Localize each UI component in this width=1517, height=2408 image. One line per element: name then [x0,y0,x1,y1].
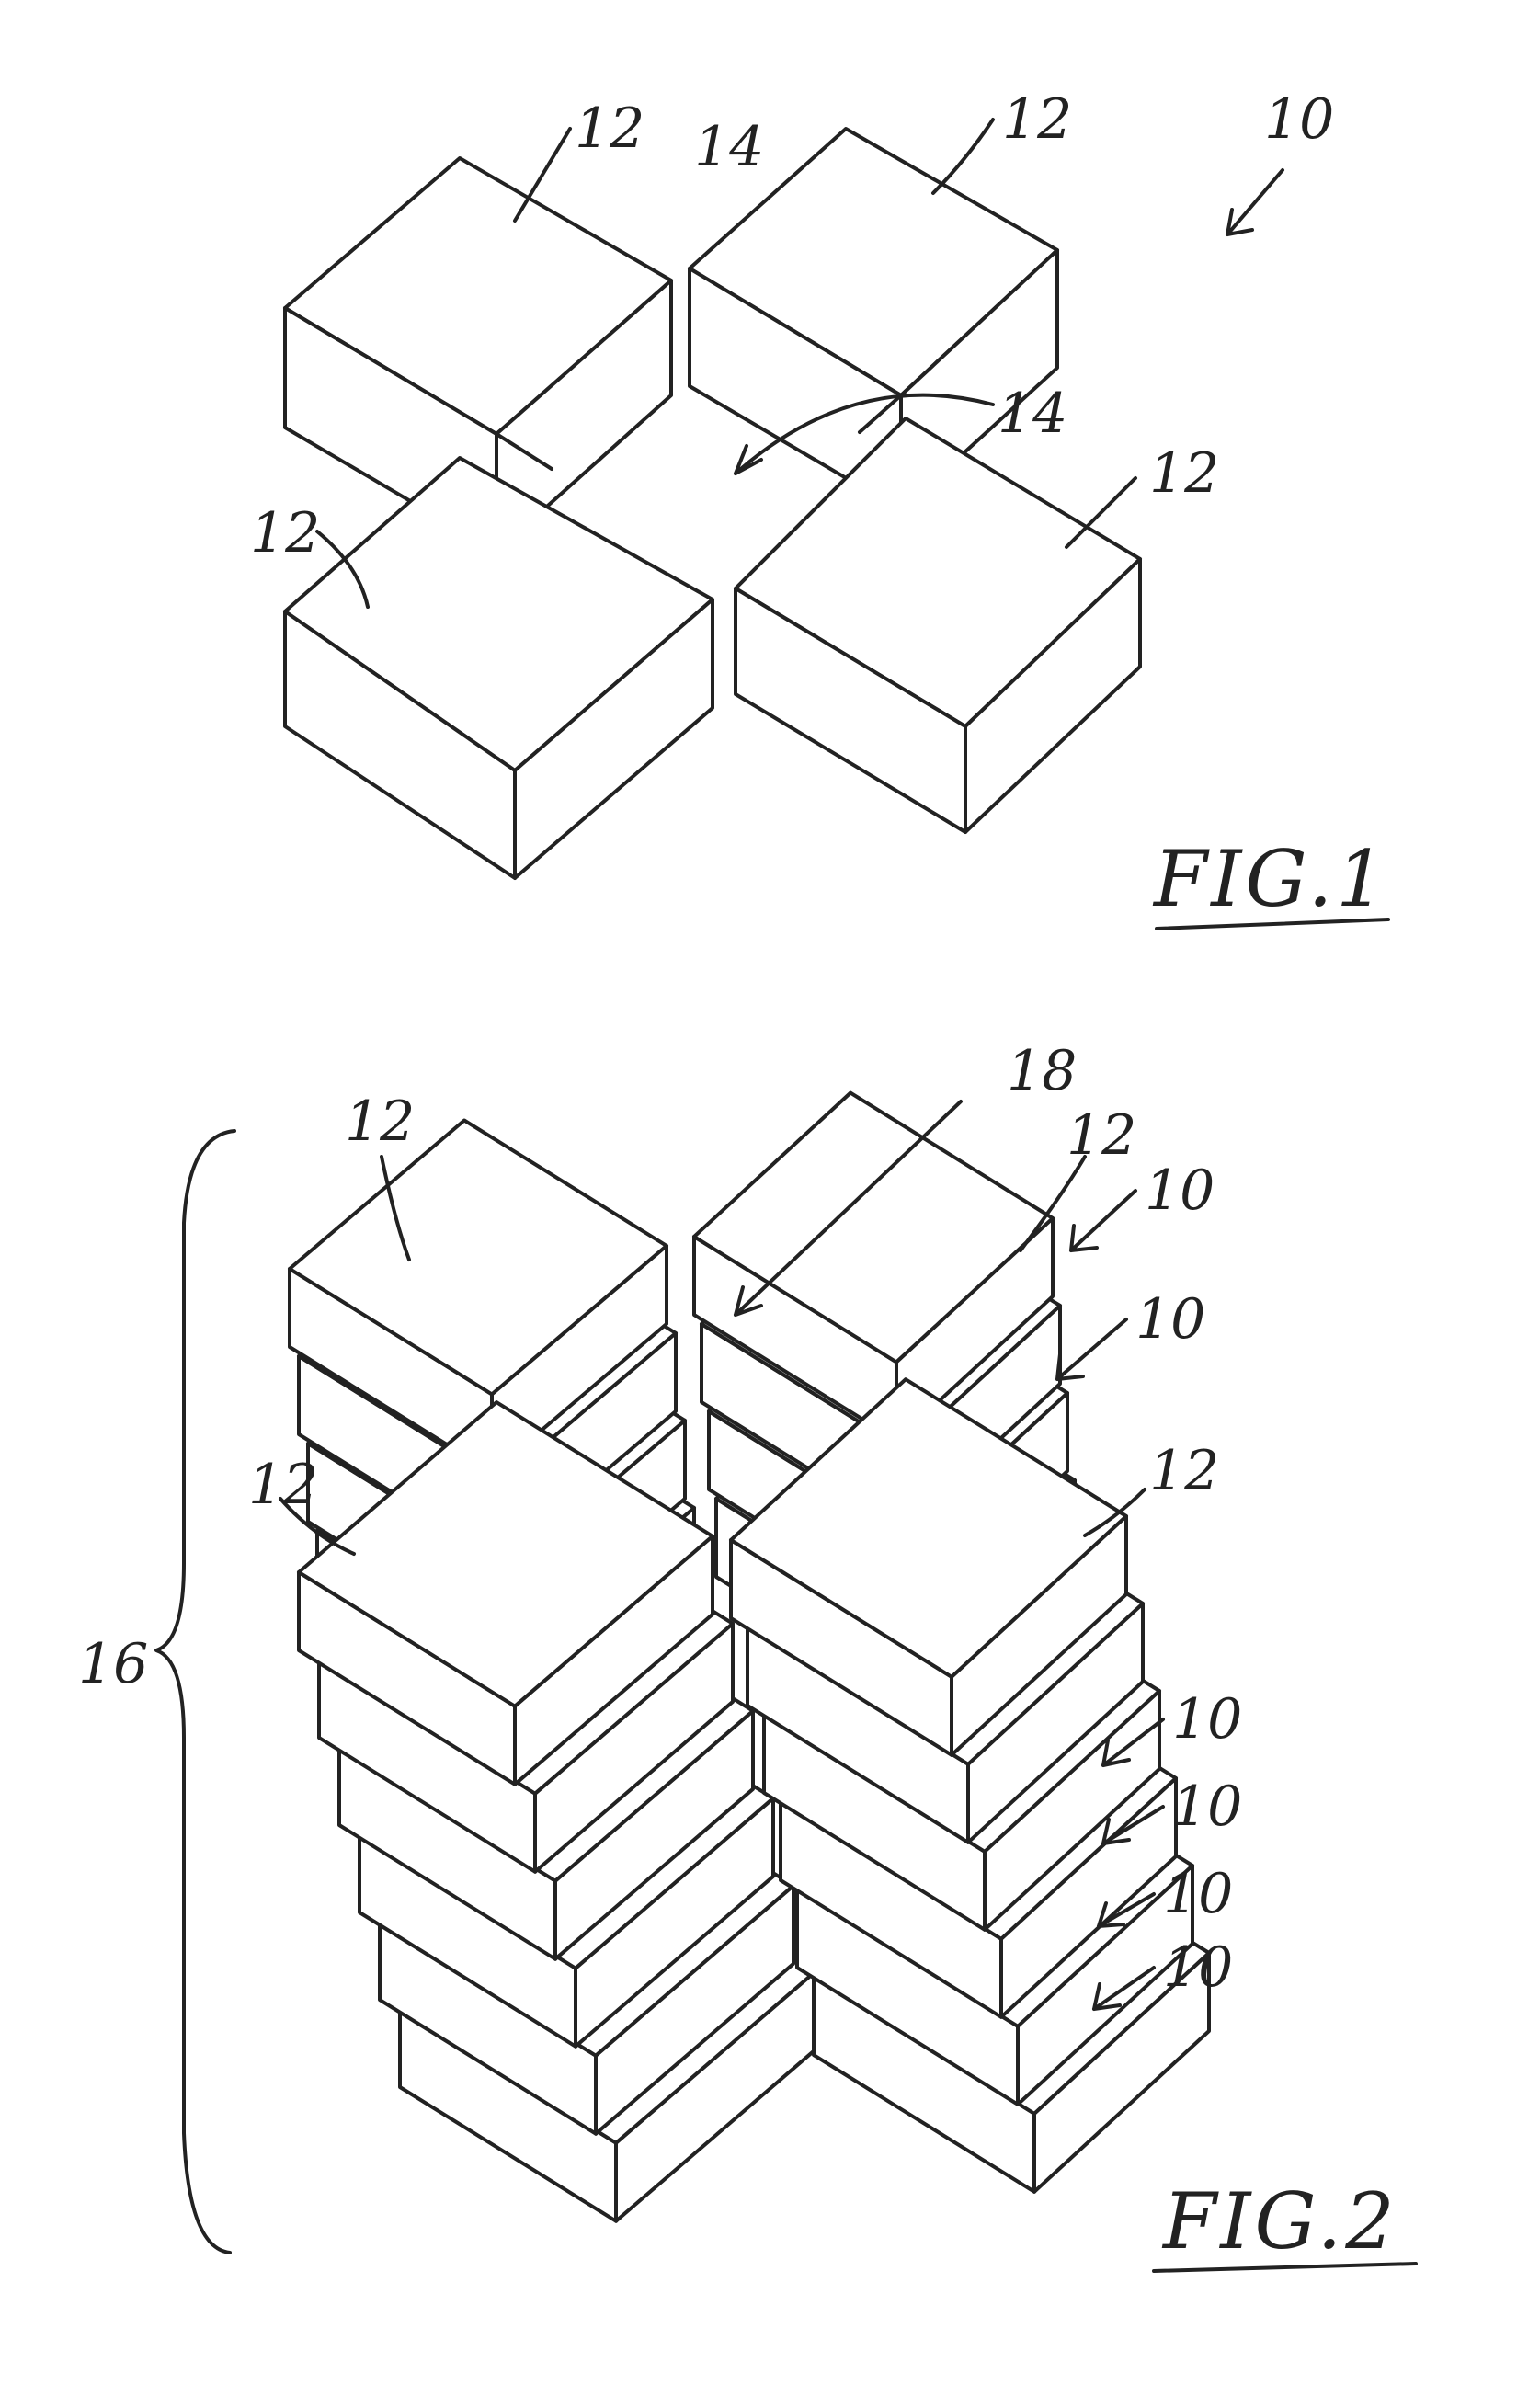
label-14-center: 14 [998,382,1067,446]
arrow-10-2 [1057,1319,1126,1379]
arrow-10 [1227,170,1283,234]
figure-1: 10 12 14 12 14 12 12 FIG.1 [250,87,1389,929]
label-10-4: 10 [1172,1775,1242,1839]
label-12-tr: 12 [1066,1103,1136,1168]
label-12-br: 12 [1149,1439,1219,1503]
label-12-tr: 12 [1002,87,1072,152]
fig2-caption: FIG.2 [1161,2176,1398,2266]
label-10-5: 10 [1163,1862,1233,1926]
label-10-2: 10 [1135,1287,1205,1352]
arrow-10-1 [1071,1191,1135,1250]
label-12-tl: 12 [345,1090,415,1154]
label-10-6: 10 [1163,1935,1233,2000]
label-18: 18 [1007,1039,1077,1103]
label-10-1: 10 [1145,1158,1215,1223]
leader-12-tr [933,120,993,193]
label-12-bl: 12 [250,501,320,565]
label-10-3: 10 [1172,1687,1242,1752]
label-12-br: 12 [1149,441,1219,506]
fig1-caption: FIG.1 [1152,834,1389,924]
label-14-top: 14 [694,115,764,179]
label-12-bl: 12 [248,1453,318,1517]
block-front-right [736,418,1140,832]
figure-2: 12 18 12 10 10 12 12 16 10 10 10 10 FIG.… [78,1039,1416,2271]
label-10: 10 [1264,87,1334,152]
label-16: 16 [78,1632,148,1696]
block-front-left [285,458,713,878]
stack-brace [156,1131,234,2253]
label-12-tl: 12 [575,97,644,161]
panel-stacks [290,1093,1209,2221]
